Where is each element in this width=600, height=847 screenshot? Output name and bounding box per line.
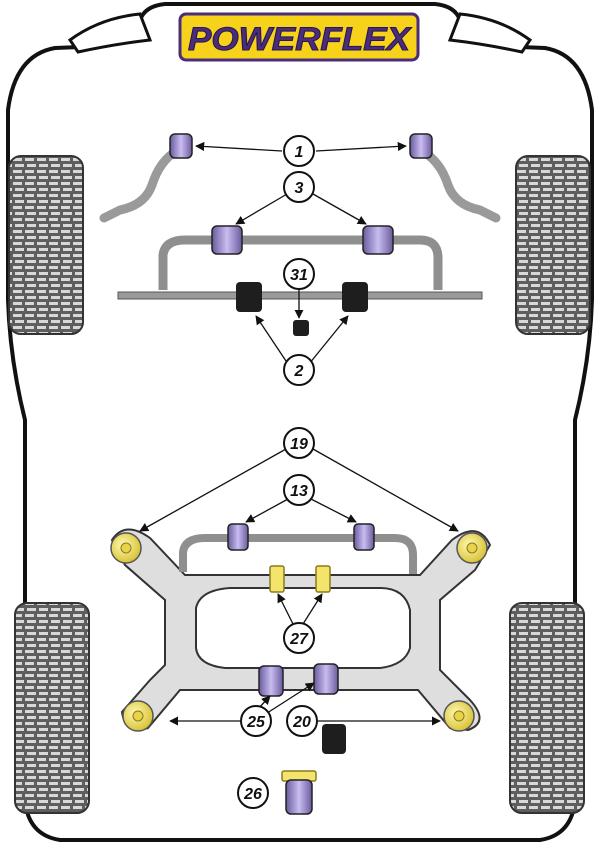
bush-26-part bbox=[281, 770, 317, 815]
subframe-insert-left bbox=[269, 565, 285, 593]
rear-anti-roll-bar-bush-left bbox=[227, 523, 249, 551]
svg-text:1: 1 bbox=[295, 144, 304, 161]
svg-text:26: 26 bbox=[243, 786, 262, 803]
front-right-tyre bbox=[515, 155, 591, 335]
front-anti-roll-bar bbox=[158, 235, 443, 290]
svg-text:31: 31 bbox=[290, 267, 308, 284]
front-right-drop-link bbox=[415, 145, 501, 223]
callout-27: 27 bbox=[283, 622, 315, 654]
right-mirror bbox=[447, 12, 533, 54]
rear-anti-roll-bar bbox=[179, 534, 417, 574]
callout-2: 2 bbox=[283, 354, 315, 386]
left-mirror bbox=[67, 12, 153, 54]
rear-left-tyre bbox=[14, 602, 90, 814]
callout-13: 13 bbox=[283, 474, 315, 506]
rear-anti-roll-bar-bush-right bbox=[353, 523, 375, 551]
svg-text:POWERFLEX: POWERFLEX bbox=[188, 21, 412, 57]
callout-31: 31 bbox=[283, 258, 315, 290]
callout-1: 1 bbox=[283, 135, 315, 167]
rear-arm-bush-right bbox=[313, 663, 339, 695]
callout-25: 25 bbox=[240, 705, 272, 737]
svg-text:3: 3 bbox=[295, 180, 304, 197]
svg-text:2: 2 bbox=[294, 363, 304, 380]
rear-black-bush bbox=[322, 724, 346, 754]
callout-26: 26 bbox=[237, 777, 269, 809]
drop-link-bush-left bbox=[169, 133, 193, 159]
powerflex-logo: POWERFLEX bbox=[178, 12, 420, 62]
front-left-drop-link bbox=[99, 145, 183, 223]
callout-3: 3 bbox=[283, 171, 315, 203]
svg-text:20: 20 bbox=[292, 714, 311, 731]
rear-right-tyre bbox=[509, 602, 585, 814]
drop-link-bush-right bbox=[409, 133, 433, 159]
svg-text:13: 13 bbox=[290, 483, 308, 500]
callout-20: 20 bbox=[286, 705, 318, 737]
front-wishbone-bush-right bbox=[342, 282, 368, 312]
svg-text:27: 27 bbox=[289, 631, 309, 648]
callout-19: 19 bbox=[283, 427, 315, 459]
front-anti-roll-bar-bush-left bbox=[211, 225, 243, 255]
svg-text:19: 19 bbox=[290, 436, 308, 453]
svg-text:25: 25 bbox=[246, 714, 266, 731]
front-anti-roll-bar-bush-right bbox=[362, 225, 394, 255]
subframe-insert-right bbox=[315, 565, 331, 593]
front-wishbone-insert-bush bbox=[293, 320, 309, 336]
front-left-tyre bbox=[8, 155, 84, 335]
rear-arm-bush-left bbox=[258, 665, 284, 697]
front-wishbone-bush-left bbox=[236, 282, 262, 312]
leader-arrows bbox=[139, 141, 459, 726]
front-crossmember bbox=[117, 291, 483, 300]
